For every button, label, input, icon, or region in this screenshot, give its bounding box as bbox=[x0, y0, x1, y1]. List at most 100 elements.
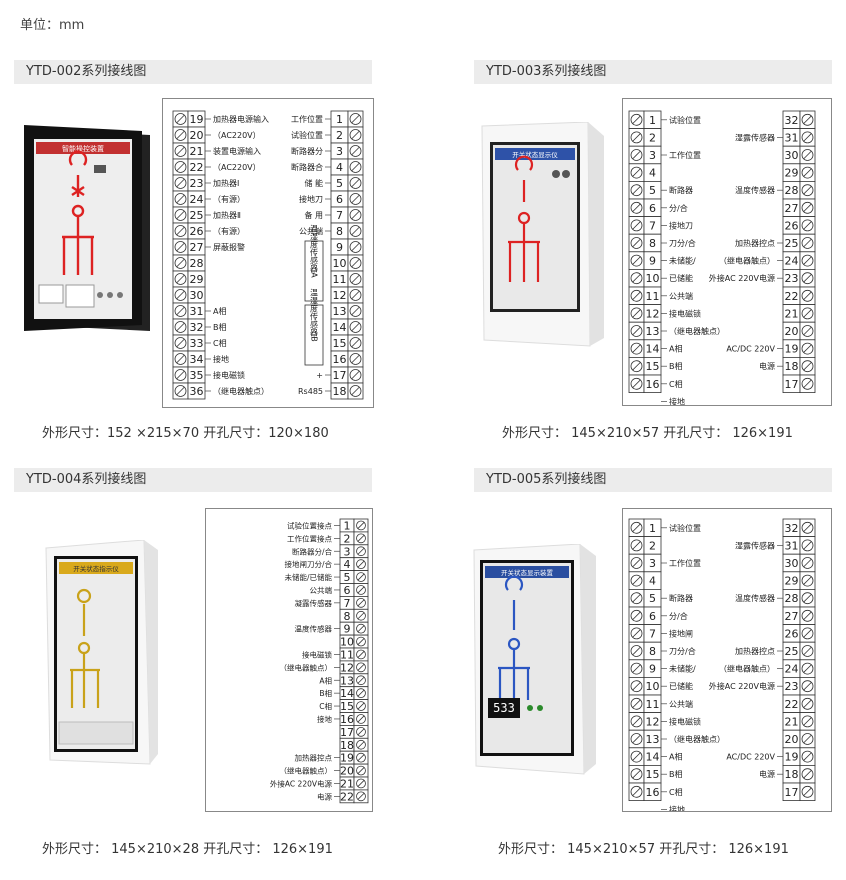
left-terminal-11-number: 11 bbox=[646, 698, 660, 711]
left-terminal-16-slot bbox=[632, 379, 641, 388]
left-terminal-15-slot bbox=[632, 362, 641, 371]
right-terminal-28-slot bbox=[803, 594, 812, 603]
left-label-7: 已储能 bbox=[669, 273, 693, 283]
left-label-4: 接地刀 bbox=[669, 220, 693, 230]
left-terminal-12-slot bbox=[632, 309, 641, 318]
left-terminal-1-slot bbox=[632, 115, 641, 124]
right-terminal-25-number: 25 bbox=[785, 645, 799, 658]
left-terminal-1-number: 1 bbox=[649, 522, 656, 535]
right-terminal-24-screw-icon bbox=[801, 254, 814, 267]
right-terminal-6-number: 6 bbox=[344, 584, 351, 597]
product-image-ytd002: 智能操控装置 bbox=[22, 125, 152, 335]
right-label-0: 试验位置接点 bbox=[287, 520, 332, 530]
right-terminal-6-slot bbox=[357, 586, 365, 594]
right-terminal-30-screw-icon bbox=[801, 557, 814, 569]
left-terminal-4-number: 4 bbox=[649, 167, 656, 180]
right-label-17: 电源 bbox=[317, 791, 332, 801]
right-terminal-30-number: 30 bbox=[785, 149, 799, 162]
left-terminal-14-screw-icon bbox=[630, 750, 643, 763]
right-label-7: 公共端 bbox=[299, 226, 323, 236]
right-label-5: 接地刀 bbox=[299, 194, 323, 204]
right-terminal-27-slot bbox=[803, 203, 812, 212]
right-terminal-20-number: 20 bbox=[785, 733, 799, 746]
right-terminal-24-number: 24 bbox=[785, 663, 799, 676]
right-terminal-4-slot bbox=[357, 560, 365, 568]
left-terminal-21-number: 21 bbox=[190, 145, 204, 158]
right-terminal-22-screw-icon bbox=[801, 697, 814, 710]
left-terminal-6-screw-icon bbox=[630, 201, 643, 214]
left-terminal-25-screw-icon bbox=[174, 209, 187, 221]
right-terminal-21-screw-icon bbox=[356, 778, 366, 789]
left-terminal-9-slot bbox=[632, 256, 641, 265]
right-terminal-21-slot bbox=[357, 780, 365, 787]
left-terminal-35-number: 35 bbox=[190, 369, 204, 382]
left-terminal-27-screw-icon bbox=[174, 241, 187, 253]
right-terminal-7-slot bbox=[351, 210, 360, 220]
right-terminal-11-slot bbox=[351, 274, 360, 284]
right-terminal-1-number: 1 bbox=[336, 113, 343, 126]
right-terminal-15-screw-icon bbox=[349, 337, 362, 349]
left-terminal-1-screw-icon bbox=[630, 113, 643, 126]
right-terminal-21-screw-icon bbox=[801, 715, 814, 728]
right-terminal-11-number: 11 bbox=[340, 648, 354, 661]
right-terminal-8-screw-icon bbox=[349, 225, 362, 237]
right-terminal-26-number: 26 bbox=[785, 219, 799, 232]
left-terminal-16-screw-icon bbox=[630, 377, 643, 390]
right-terminal-5-number: 5 bbox=[344, 571, 351, 584]
right-terminal-20-number: 20 bbox=[785, 325, 799, 338]
left-label-0: 试验位置 bbox=[669, 115, 701, 125]
right-label-8: + bbox=[316, 371, 323, 380]
right-terminal-17-screw-icon bbox=[801, 377, 814, 390]
left-terminal-3-slot bbox=[632, 558, 641, 568]
right-terminal-3-number: 3 bbox=[344, 545, 351, 558]
right-terminal-18-slot bbox=[357, 741, 365, 749]
right-terminal-16-number: 16 bbox=[340, 713, 354, 726]
left-terminal-4-slot bbox=[632, 168, 641, 177]
right-terminal-16-slot bbox=[357, 715, 365, 723]
right-terminal-19-slot bbox=[803, 752, 812, 761]
left-terminal-2-slot bbox=[632, 541, 641, 550]
right-terminal-6-number: 6 bbox=[336, 193, 343, 206]
left-terminal-9-screw-icon bbox=[630, 254, 643, 267]
left-label-13: 接电磁锁 bbox=[213, 370, 245, 380]
right-terminal-27-slot bbox=[803, 611, 812, 620]
right-terminal-29-slot bbox=[803, 576, 812, 585]
right-terminal-17-slot bbox=[803, 787, 812, 796]
left-terminal-12-screw-icon bbox=[630, 715, 643, 728]
right-terminal-25-slot bbox=[803, 238, 812, 248]
left-terminal-4-slot bbox=[632, 576, 641, 585]
sensor-box-1 bbox=[304, 304, 324, 366]
right-terminal-31-slot bbox=[803, 133, 812, 142]
sensor-box-label-1: 温湿度传感器B bbox=[310, 288, 319, 342]
right-terminal-17-number: 17 bbox=[333, 369, 347, 382]
left-terminal-33-slot bbox=[176, 338, 185, 348]
left-terminal-28-number: 28 bbox=[190, 257, 204, 270]
left-label-7: 已储能 bbox=[669, 681, 693, 691]
left-label-12: B相 bbox=[669, 769, 683, 779]
right-terminal-19-slot bbox=[803, 344, 812, 353]
right-terminal-20-screw-icon bbox=[356, 765, 366, 776]
right-terminal-10-number: 10 bbox=[340, 636, 354, 649]
left-terminal-15-number: 15 bbox=[646, 768, 660, 781]
caption-ytd005: 外形尺寸： 145×210×57 开孔尺寸： 126×191 bbox=[498, 842, 789, 857]
right-terminal-8-screw-icon bbox=[356, 610, 366, 621]
right-terminal-17-number: 17 bbox=[785, 378, 799, 391]
left-terminal-15-slot bbox=[632, 770, 641, 779]
right-terminal-3-screw-icon bbox=[356, 546, 366, 557]
right-label-5: AC/DC 220V bbox=[726, 345, 775, 354]
caption-ytd003: 外形尺寸： 145×210×57 开孔尺寸： 126×191 bbox=[502, 426, 793, 441]
left-terminal-25-number: 25 bbox=[190, 209, 204, 222]
left-terminal-12-screw-icon bbox=[630, 307, 643, 320]
right-label-3: 接地闸刀分/合 bbox=[284, 559, 332, 569]
right-terminal-21-slot bbox=[803, 717, 812, 726]
right-terminal-18-slot bbox=[803, 770, 812, 779]
left-terminal-13-screw-icon bbox=[630, 325, 643, 337]
right-terminal-22-screw-icon bbox=[801, 289, 814, 302]
unit-label: 单位：mm bbox=[20, 18, 85, 33]
right-terminal-15-slot bbox=[357, 702, 365, 710]
right-terminal-17-slot bbox=[803, 379, 812, 388]
left-terminal-5-screw-icon bbox=[630, 184, 643, 197]
right-label-16: 外接AC 220V电源 bbox=[270, 778, 333, 788]
